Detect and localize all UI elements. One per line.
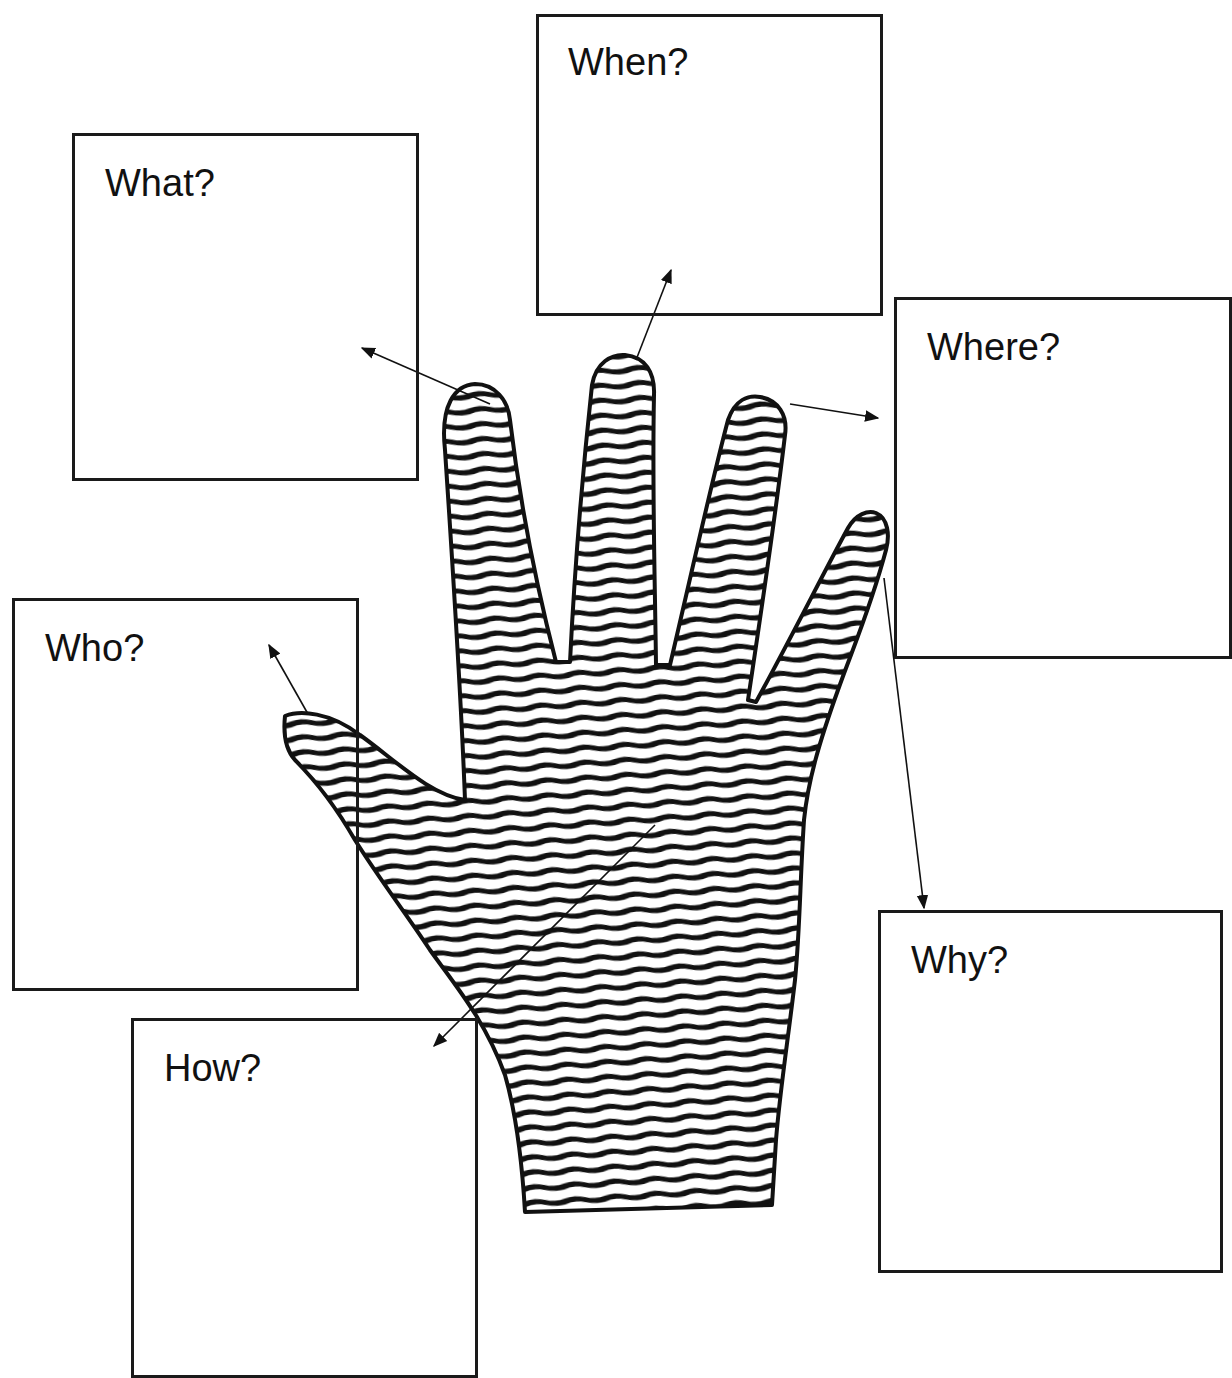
leader-line [884,578,924,908]
question-box: Who? [12,598,359,991]
question-box: Why? [878,910,1223,1273]
hand-outline [284,355,887,1212]
leader-line [434,825,655,1046]
question-label: What? [105,163,215,205]
question-label: When? [568,42,688,84]
question-label: How? [164,1048,261,1090]
question-label: Where? [927,327,1060,369]
question-label: Why? [911,940,1008,982]
question-box: Where? [894,297,1232,659]
leader-line [790,404,878,418]
leader-line [362,348,490,404]
question-box: What? [72,133,419,481]
question-box: When? [536,14,883,316]
question-box: How? [131,1018,478,1378]
question-label: Who? [45,628,144,670]
leader-lines [269,270,924,1046]
leader-line [269,645,308,714]
